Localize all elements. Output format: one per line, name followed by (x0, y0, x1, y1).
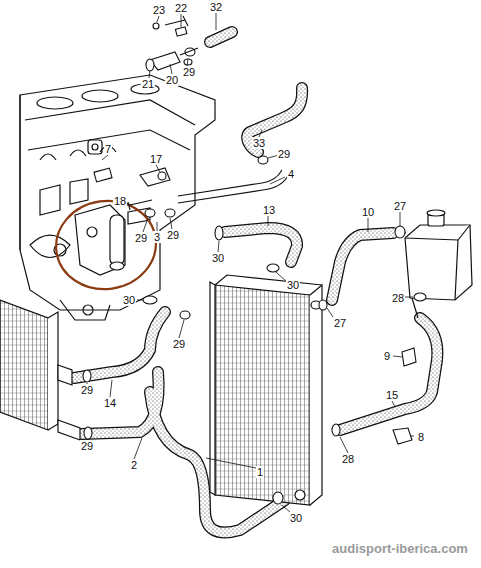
callout-number: 14 (103, 397, 117, 409)
engine-block (20, 75, 215, 320)
callout-number: 30 (286, 279, 300, 291)
highlight-circle (50, 194, 161, 295)
callout-number: 30 (211, 252, 225, 264)
callout-number: 4 (287, 168, 295, 180)
callout-number: 20 (165, 74, 179, 86)
callout-number: 22 (174, 2, 188, 14)
callout-number: 29 (134, 232, 148, 244)
coolant-pipe (178, 170, 289, 203)
callout-number: 9 (383, 350, 391, 362)
callout-number: 29 (182, 66, 196, 78)
radiator (210, 275, 322, 505)
callout-number: 1 (256, 466, 264, 478)
callout-number: 3 (153, 231, 161, 243)
callout-number: 33 (252, 137, 266, 149)
callout-number: 29 (80, 384, 94, 396)
callout-number: 21 (141, 78, 155, 90)
leader-lines (87, 13, 414, 513)
heater-core (0, 300, 80, 440)
callout-number: 32 (209, 1, 223, 13)
callout-number: 29 (277, 148, 291, 160)
expansion-tank (396, 210, 472, 318)
coolant-hoses (74, 32, 437, 533)
hose-clamps (83, 226, 426, 504)
callout-number: 23 (152, 4, 166, 16)
callout-number: 17 (149, 153, 163, 165)
callout-number: 28 (391, 292, 405, 304)
callout-number: 27 (333, 317, 347, 329)
callout-number: 29 (166, 229, 180, 241)
callout-number: 7 (104, 143, 112, 155)
callout-number: 13 (262, 204, 276, 216)
callout-number: 10 (361, 206, 375, 218)
callout-number: 30 (289, 512, 303, 524)
callout-number: 30 (122, 294, 136, 306)
water-pump (75, 205, 150, 275)
callout-number: 15 (385, 389, 399, 401)
callout-number: 8 (417, 431, 425, 443)
callout-number: 29 (172, 338, 186, 350)
callout-number: 27 (393, 200, 407, 212)
watermark: audisport-iberica.com (331, 543, 469, 555)
callout-number: 18 (113, 195, 127, 207)
callout-number: 28 (341, 453, 355, 465)
callout-number: 2 (130, 459, 138, 471)
small-parts (94, 16, 268, 217)
callout-number: 29 (80, 440, 94, 452)
